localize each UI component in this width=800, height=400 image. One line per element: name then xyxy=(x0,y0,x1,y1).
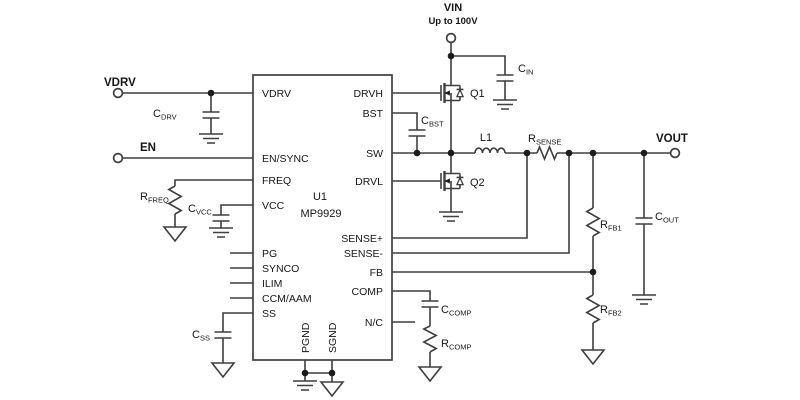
resistor-rfb2-symbol xyxy=(585,294,601,324)
capacitor-ccomp-symbol xyxy=(420,300,440,308)
pin-label-pgnd: PGND xyxy=(300,322,312,353)
cin-label: CIN xyxy=(518,63,533,77)
ic-refdes-label: U1 xyxy=(313,191,327,203)
pin-label-ccm-aam: CCM/AAM xyxy=(262,293,312,305)
pin-label-drvh: DRVH xyxy=(353,88,383,100)
pin-label-vcc: VCC xyxy=(262,200,285,212)
pin-label-sense-plus: SENSE+ xyxy=(341,233,383,245)
circuit-wiring xyxy=(122,42,671,382)
pin-label-fb: FB xyxy=(370,267,383,279)
rfreq-label: RFREQ xyxy=(140,191,169,205)
ground-earth-cout xyxy=(631,294,657,305)
ground-chassis-sgnd xyxy=(320,381,344,397)
terminal-vdrv xyxy=(112,87,124,99)
resistor-rcomp-symbol xyxy=(422,325,438,353)
ground-chassis-css xyxy=(211,362,235,378)
vdrv-terminal-label: VDRV xyxy=(104,77,136,89)
terminal-en xyxy=(112,152,124,164)
pin-label-sw: SW xyxy=(366,148,383,160)
pin-label-sgnd: SGND xyxy=(327,322,339,353)
ground-chassis-rfb2 xyxy=(581,349,605,365)
ic-body xyxy=(252,74,393,361)
capacitor-cin-symbol xyxy=(495,74,515,82)
pin-label-vdrv: VDRV xyxy=(262,88,291,100)
css-label: CSS xyxy=(192,329,210,343)
ground-earth-cin xyxy=(492,99,518,110)
ic-part-label: MP9929 xyxy=(301,208,342,220)
ccomp-label: CCOMP xyxy=(441,304,471,318)
terminal-vin xyxy=(445,32,457,44)
l1-label: L1 xyxy=(480,132,492,144)
ground-earth-cvcc xyxy=(208,227,234,238)
rfb2-label: RFB2 xyxy=(600,304,622,318)
cout-label: COUT xyxy=(655,211,679,225)
capacitor-css-symbol xyxy=(213,331,233,339)
ground-chassis-rcomp xyxy=(418,366,442,382)
capacitor-cdrv-symbol xyxy=(201,111,221,119)
ground-earth-cdrv xyxy=(198,133,224,144)
pin-label-freq: FREQ xyxy=(262,175,291,187)
ground-chassis-rfreq xyxy=(163,226,187,242)
q1-label: Q1 xyxy=(470,88,485,100)
mosfet-q1-symbol xyxy=(439,81,465,105)
terminal-vout xyxy=(669,147,681,159)
vin-rating-note: Up to 100V xyxy=(428,16,478,27)
pin-label-nc: N/C xyxy=(365,317,384,329)
resistor-rfreq-symbol xyxy=(167,185,183,215)
pin-label-synco: SYNCO xyxy=(262,263,299,275)
resistor-rfb1-symbol xyxy=(585,207,601,237)
pin-label-bst: BST xyxy=(363,108,384,120)
cbst-label: CBST xyxy=(421,115,444,129)
q2-label: Q2 xyxy=(470,177,485,189)
vout-terminal-label: VOUT xyxy=(656,133,688,145)
rsense-label: RSENSE xyxy=(528,133,561,147)
ground-earth-pgnd xyxy=(292,380,318,391)
pin-label-ilim: ILIM xyxy=(262,278,282,290)
cdrv-label: CDRV xyxy=(153,108,177,122)
pin-label-sense-minus: SENSE- xyxy=(344,248,384,260)
pin-label-ss: SS xyxy=(262,308,276,320)
capacitor-cbst-symbol xyxy=(407,129,427,137)
cvcc-label: CVCC xyxy=(188,203,212,217)
inductor-l1-symbol xyxy=(474,147,506,154)
vin-terminal-label: VIN xyxy=(444,2,462,14)
en-terminal-label: EN xyxy=(140,142,156,154)
pin-label-en-sync: EN/SYNC xyxy=(262,153,309,165)
ic-pin-labels: VDRV EN/SYNC FREQ VCC PG SYNCO ILIM CCM/… xyxy=(262,88,384,353)
mosfet-q2-symbol xyxy=(439,169,465,193)
ground-earth-q2 xyxy=(438,211,464,222)
rfb1-label: RFB1 xyxy=(600,219,622,233)
capacitor-cout-symbol xyxy=(634,217,654,225)
pin-label-comp: COMP xyxy=(352,286,384,298)
pin-label-pg: PG xyxy=(262,248,277,260)
resistor-rsense-symbol xyxy=(536,144,558,162)
rcomp-label: RCOMP xyxy=(441,338,471,352)
junction-dots xyxy=(207,52,648,377)
capacitor-cvcc-symbol xyxy=(211,214,231,222)
pin-label-drvl: DRVL xyxy=(355,176,383,188)
